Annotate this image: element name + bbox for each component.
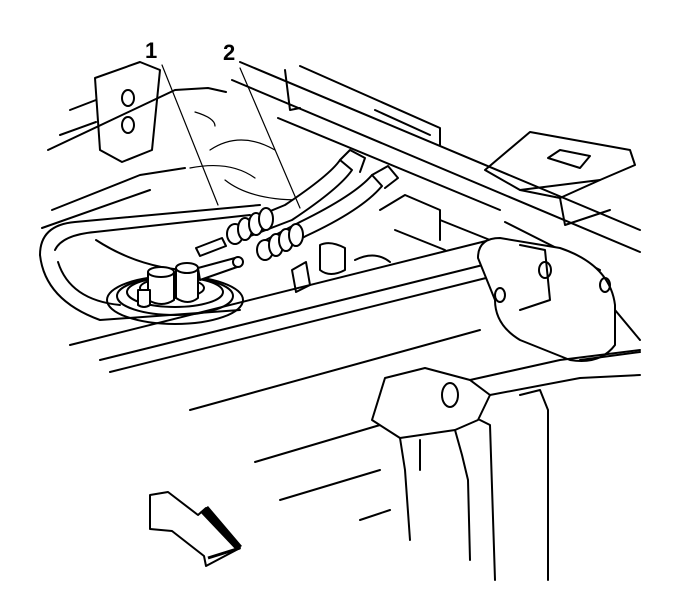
tank-shield <box>69 219 601 521</box>
right-mount-bracket <box>477 237 641 362</box>
callout-2-label: 2 <box>223 40 236 65</box>
fuel-hose-assembly <box>226 149 399 261</box>
fuel-tank <box>39 111 301 321</box>
callout-1-label: 1 <box>145 38 158 63</box>
upper-frame <box>41 61 227 229</box>
callout-leaders <box>161 64 301 209</box>
upper-right-bracket <box>484 131 636 226</box>
central-components <box>291 194 446 293</box>
lower-crossmember <box>371 349 641 581</box>
crossmember-beams <box>231 61 641 253</box>
fuel-sender-module <box>106 237 244 325</box>
front-arrow-icon <box>149 491 242 567</box>
